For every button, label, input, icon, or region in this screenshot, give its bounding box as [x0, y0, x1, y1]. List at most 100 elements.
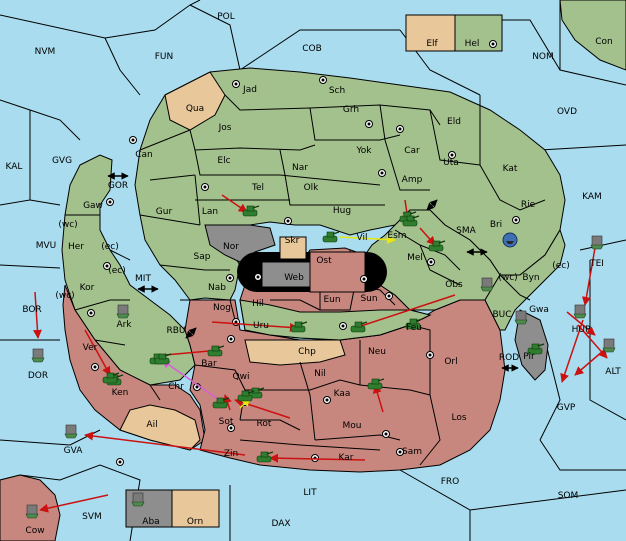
- coast-tag: (wc): [58, 220, 77, 230]
- ost-block: [309, 251, 366, 293]
- army-unit-icon[interactable]: [527, 343, 545, 355]
- sea-label-gor: GOR: [108, 181, 128, 191]
- province-label-qwi: Qwi: [233, 372, 250, 382]
- province-label-ken: Ken: [112, 388, 129, 398]
- fleet-unit-icon[interactable]: [514, 310, 528, 325]
- province-label-qua: Qua: [186, 104, 204, 114]
- province-label-kar: Kar: [339, 453, 354, 463]
- army-unit-icon[interactable]: [256, 451, 274, 463]
- fleet-unit-icon[interactable]: [25, 504, 39, 519]
- sea-label-dax: DAX: [271, 519, 290, 529]
- province-label-jad: Jad: [242, 85, 257, 95]
- province-borders: [65, 94, 546, 466]
- sea-label-cow: Cow: [25, 526, 44, 536]
- fleet-unit-icon[interactable]: [590, 235, 604, 250]
- province-label-can: Can: [135, 150, 153, 160]
- legend-aba-label: Aba: [142, 517, 159, 527]
- skr-block: [279, 236, 307, 260]
- fleet-unit-icon[interactable]: [64, 424, 78, 439]
- army-unit-icon[interactable]: [212, 397, 230, 409]
- sea-label-kal: KAL: [6, 162, 23, 172]
- province-label-rie: Rie: [521, 200, 536, 210]
- fleet-unit-icon[interactable]: [116, 304, 130, 319]
- province-label-esm: Esm: [387, 231, 406, 241]
- province-label-sch: Sch: [329, 86, 345, 96]
- province-label-ark: Ark: [116, 320, 132, 330]
- province-label-ver: Ver: [83, 343, 98, 353]
- coast-tag: (ec): [101, 242, 119, 252]
- sea-label-kam: KAM: [582, 192, 602, 202]
- province-label-ail: Ail: [146, 420, 157, 430]
- sea-label-lit: LIT: [303, 488, 317, 498]
- province-label-hug: Hug: [333, 206, 351, 216]
- province-label-mou: Mou: [343, 421, 362, 431]
- province-label-jos: Jos: [218, 123, 232, 133]
- province-label-yok: Yok: [355, 146, 372, 156]
- army-unit-icon[interactable]: [405, 318, 423, 330]
- army-unit-icon[interactable]: [367, 378, 385, 390]
- coast-tag: (ec): [108, 266, 126, 276]
- fleet-unit-icon[interactable]: [131, 492, 145, 507]
- province-label-uta: Uta: [443, 158, 459, 168]
- sea-label-mit: MIT: [135, 274, 151, 284]
- province-label-sap: Sap: [194, 252, 211, 262]
- province-label-tel: Tel: [251, 183, 264, 193]
- province-label-skr: Skr: [285, 236, 300, 246]
- legend-hel-label: Hel: [465, 39, 480, 49]
- province-label-rot: Rot: [257, 419, 272, 429]
- army-unit-icon[interactable]: [242, 205, 260, 217]
- army-unit-icon[interactable]: [207, 345, 225, 357]
- army-unit-icon[interactable]: [237, 390, 255, 402]
- province-label-nor: Nor: [223, 242, 239, 252]
- province-label-olk: Olk: [304, 183, 320, 193]
- province-label-byn: Byn: [522, 273, 539, 283]
- province-label-vil: Vil: [357, 233, 368, 243]
- province-label-chr: Chr: [168, 382, 184, 392]
- sea-label-rbu: RBU: [166, 326, 185, 336]
- army-unit-icon[interactable]: [290, 321, 308, 333]
- province-label-nar: Nar: [292, 163, 308, 173]
- sea-label-rod: ROD: [499, 353, 519, 363]
- province-label-uru: Uru: [253, 321, 269, 331]
- fleet-unit-icon[interactable]: [602, 338, 616, 353]
- fleet-unit-icon[interactable]: [31, 348, 45, 363]
- province-label-ost: Ost: [316, 256, 332, 266]
- sea-label-nom: NOM: [532, 52, 554, 62]
- fleet-blue-icon[interactable]: [502, 232, 518, 248]
- army-unit-icon[interactable]: [154, 353, 172, 365]
- fleet-unit-icon[interactable]: [573, 304, 587, 319]
- army-unit-icon[interactable]: [322, 231, 340, 243]
- sea-label-mvu: MVU: [36, 241, 57, 251]
- province-label-sot: Sot: [219, 417, 234, 427]
- province-label-car: Car: [404, 146, 420, 156]
- legend-orn-label: Orn: [187, 517, 203, 527]
- province-label-nog: Nog: [213, 303, 231, 313]
- sea-label-fro: FRO: [441, 477, 460, 487]
- sea-label-ovd: OVD: [557, 107, 577, 117]
- sea-label-svm: SVM: [82, 512, 102, 522]
- legend-elf-label: Elf: [426, 39, 438, 49]
- fleet-unit-icon[interactable]: [480, 277, 494, 292]
- army-unit-icon[interactable]: [102, 372, 120, 384]
- sea-label-gvg: GVG: [52, 156, 72, 166]
- sea-label-bor: BOR: [22, 305, 41, 315]
- province-label-amp: Amp: [402, 175, 423, 185]
- province-label-web: Web: [284, 273, 304, 283]
- province-label-grh: Grh: [343, 105, 359, 115]
- province-label-kor: Kor: [80, 283, 95, 293]
- coast-tag: (ec): [552, 261, 570, 271]
- sea-label-tei: TEI: [589, 259, 604, 269]
- province-label-chp: Chp: [298, 347, 316, 357]
- legend-bottom: Aba Orn: [125, 489, 220, 528]
- province-label-eld: Eld: [447, 117, 461, 127]
- province-label-pir: Pir: [523, 352, 535, 362]
- army-unit-icon[interactable]: [350, 321, 368, 333]
- province-label-eun: Eun: [323, 295, 340, 305]
- province-label-lan: Lan: [202, 207, 218, 217]
- army-unit-icon[interactable]: [428, 240, 446, 252]
- province-label-sun: Sun: [360, 294, 377, 304]
- army-unit-icon[interactable]: [402, 215, 420, 227]
- province-label-bar: Bar: [201, 359, 217, 369]
